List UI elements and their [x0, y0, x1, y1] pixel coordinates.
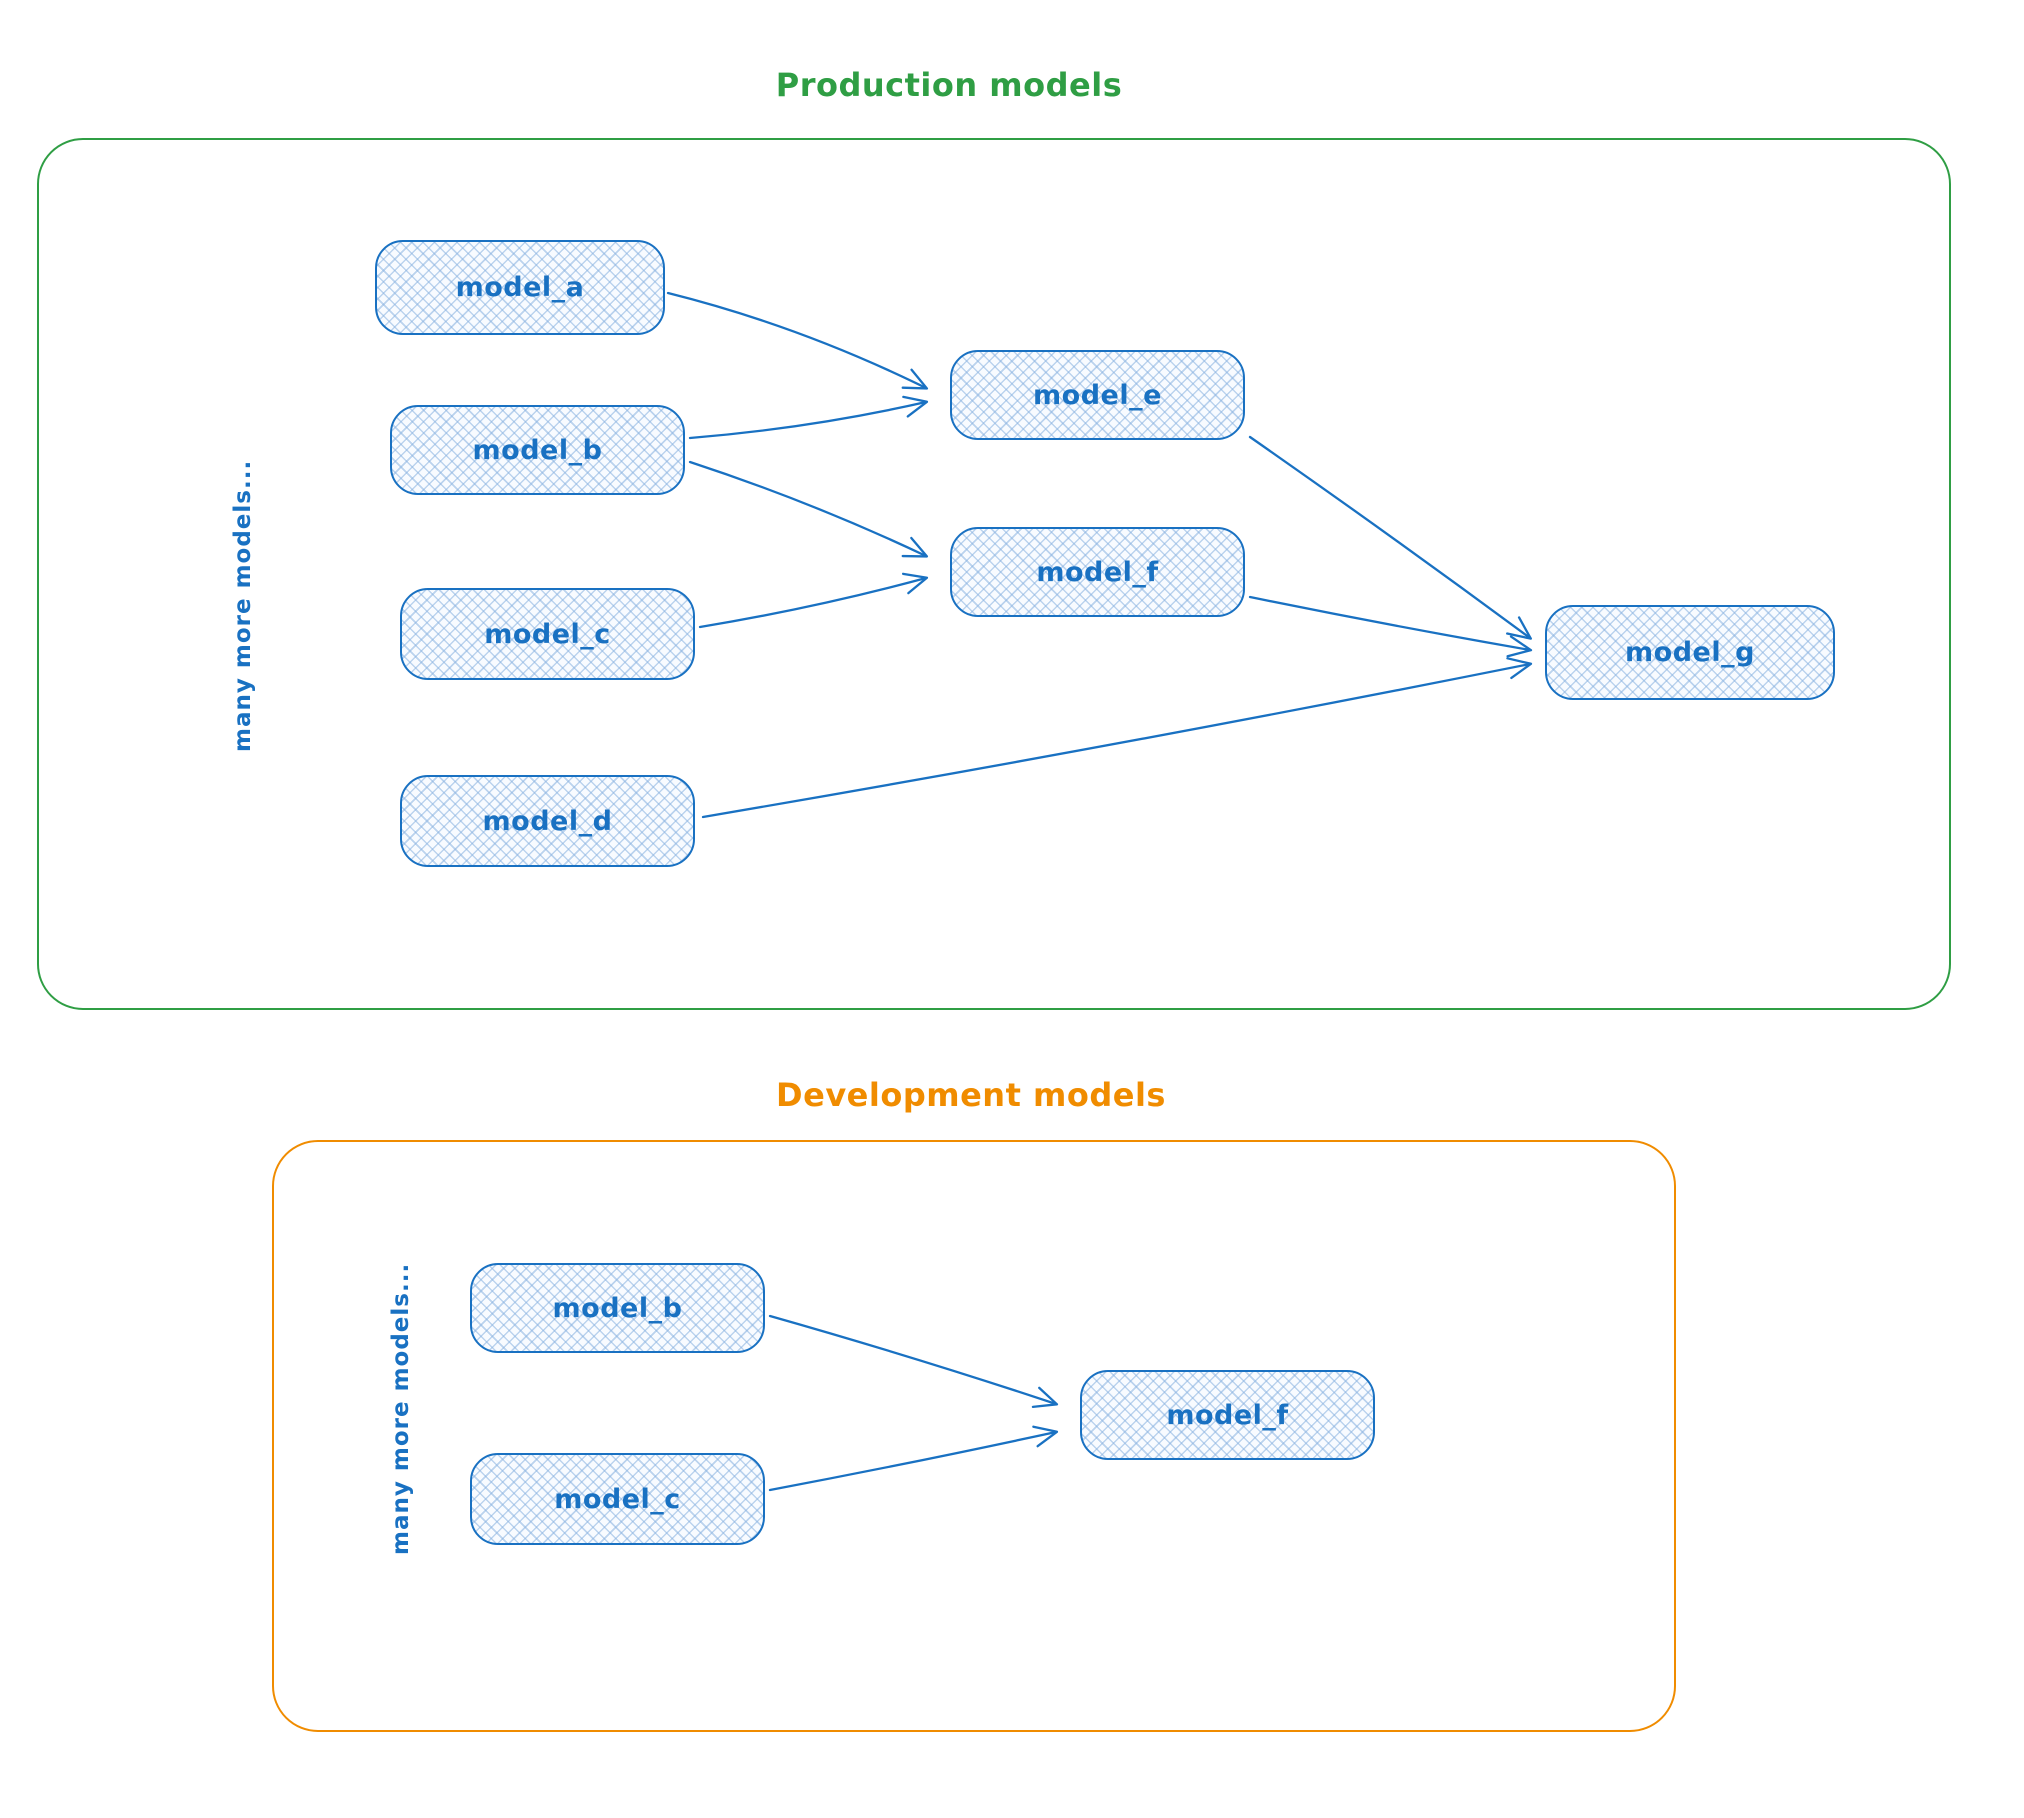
node-model-e: model_e: [950, 350, 1245, 440]
node-dev-model-c: model_c: [470, 1453, 765, 1545]
development-frame: [272, 1140, 1676, 1732]
node-dev-model-f: model_f: [1080, 1370, 1375, 1460]
production-section-title: Production models: [775, 66, 1123, 104]
production-many-more-models-label: many more models...: [230, 459, 256, 752]
development-section-title: Development models: [776, 1076, 1166, 1114]
node-model-f: model_f: [950, 527, 1245, 617]
node-dev-model-b: model_b: [470, 1263, 765, 1353]
development-many-more-models-label: many more models...: [388, 1262, 414, 1555]
node-model-d: model_d: [400, 775, 695, 867]
production-frame: [37, 138, 1951, 1010]
node-model-a: model_a: [375, 240, 665, 335]
node-model-b: model_b: [390, 405, 685, 495]
node-model-g: model_g: [1545, 605, 1835, 700]
node-model-c: model_c: [400, 588, 695, 680]
